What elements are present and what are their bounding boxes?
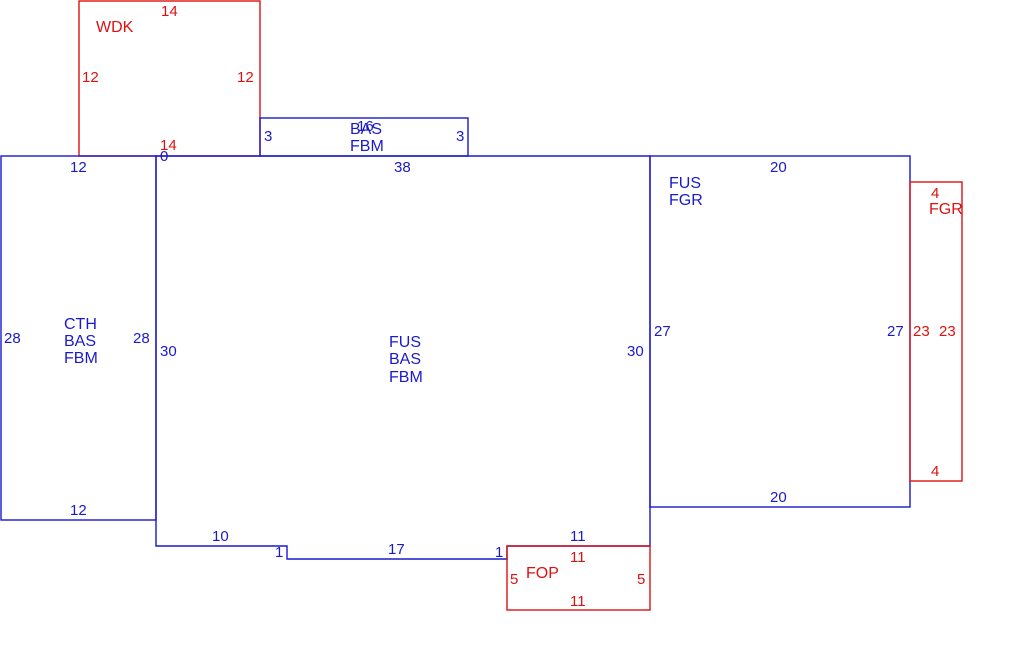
wdk-bottom-dim: 14 [160, 137, 177, 154]
main-right-dim: 30 [627, 343, 644, 360]
fus-fgr-line2: FGR [669, 192, 703, 209]
cth-right-dim: 28 [133, 330, 150, 347]
main-top-dim: 38 [394, 159, 411, 176]
fus-fgr-left-dim: 27 [654, 323, 671, 340]
fop-label: FOP [526, 565, 559, 582]
fop-right-dim: 5 [637, 571, 645, 588]
main-line2: BAS [389, 351, 421, 368]
zero-mark: 0 [160, 148, 168, 165]
small-bas-left-dim: 3 [264, 128, 272, 145]
fus-fgr-top-dim: 20 [770, 159, 787, 176]
main-line1: FUS [389, 334, 421, 351]
wdk-top-dim: 14 [161, 3, 178, 20]
fgr-bottom-dim: 4 [931, 463, 939, 480]
cth-bottom-dim: 12 [70, 502, 87, 519]
main-jog-a-dim: 1 [275, 544, 283, 561]
cth-line3: FBM [64, 350, 98, 367]
fgr-label: FGR [929, 201, 963, 218]
fop-left-dim: 5 [510, 571, 518, 588]
wdk-label: WDK [96, 19, 134, 36]
fus-fgr-line1: FUS [669, 175, 701, 192]
cth-line1: CTH [64, 316, 97, 333]
small-bas-overlap-dim: 16 [357, 118, 374, 135]
main-left-dim: 30 [160, 343, 177, 360]
main-bottom-c-dim: 11 [570, 528, 586, 545]
cth-line2: BAS [64, 333, 96, 350]
main-bottom-b-dim: 17 [388, 541, 405, 558]
small-bas-line2: FBM [350, 138, 384, 155]
cth-top-dim: 12 [70, 159, 87, 176]
cth-left-dim: 28 [4, 330, 21, 347]
main-bottom-a-dim: 10 [212, 528, 229, 545]
fgr-top-dim: 4 [931, 185, 939, 202]
fus-fgr-bottom-dim: 20 [770, 489, 787, 506]
fgr-left-dim: 23 [913, 323, 930, 340]
small-bas-right-dim: 3 [456, 128, 464, 145]
fus-fgr-right-dim: 27 [887, 323, 904, 340]
main-jog-b-dim: 1 [495, 544, 503, 561]
fop-top-dim: 11 [570, 549, 586, 566]
fgr-right-dim: 23 [939, 323, 956, 340]
fgr-outline [909, 181, 963, 482]
main-line3: FBM [389, 369, 423, 386]
fop-outline [506, 545, 651, 611]
small-bas-line1: BAS [350, 121, 382, 138]
wdk-right-dim: 12 [237, 69, 254, 86]
fop-bottom-dim: 11 [570, 593, 586, 610]
wdk-left-dim: 12 [82, 69, 99, 86]
